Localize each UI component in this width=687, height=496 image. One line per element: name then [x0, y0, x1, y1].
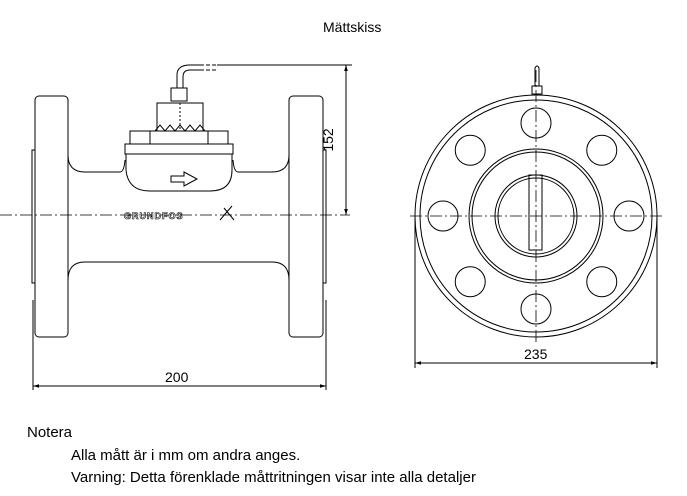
page-title: Mättskiss: [323, 19, 382, 35]
paddle: [528, 174, 543, 251]
side-view: GRUNDFOS: [0, 64, 352, 390]
sensor-nut: [170, 87, 188, 102]
grundfos-logo-mark: [219, 205, 235, 221]
hub: [468, 148, 604, 284]
note-line: Varning: Detta förenklade måttritningen …: [71, 469, 476, 486]
cable-end: [200, 64, 217, 71]
right-flange-lip: [322, 149, 327, 284]
body-bottom: [67, 261, 290, 281]
note-line: Alla mått är i mm om andra anges.: [71, 447, 301, 464]
meter-base: [124, 143, 234, 155]
height-dimension-label: 152: [320, 128, 336, 152]
diameter-dimension-label: 235: [524, 346, 548, 362]
left-flange: [34, 95, 69, 338]
grundfos-logo: GRUNDFOS: [124, 211, 184, 221]
sensor-cable: [176, 64, 200, 88]
meter-nut-teeth: [149, 124, 209, 144]
flow-arrow-icon: [170, 171, 199, 187]
body-top-left: [67, 154, 126, 173]
bolt-hole: [586, 134, 618, 166]
bolt-hole: [454, 266, 486, 298]
left-flange-lip: [31, 149, 36, 284]
meter-housing: [125, 154, 233, 192]
front-view: [410, 65, 662, 368]
length-dimension-label: 200: [165, 369, 189, 385]
right-flange: [288, 95, 324, 338]
body-top-right: [232, 154, 290, 173]
bolt-hole: [454, 134, 486, 166]
bolt-hole: [586, 266, 618, 298]
meter-bolts: [129, 130, 229, 145]
notes-heading: Notera: [27, 424, 73, 441]
sensor-top: [531, 85, 543, 95]
